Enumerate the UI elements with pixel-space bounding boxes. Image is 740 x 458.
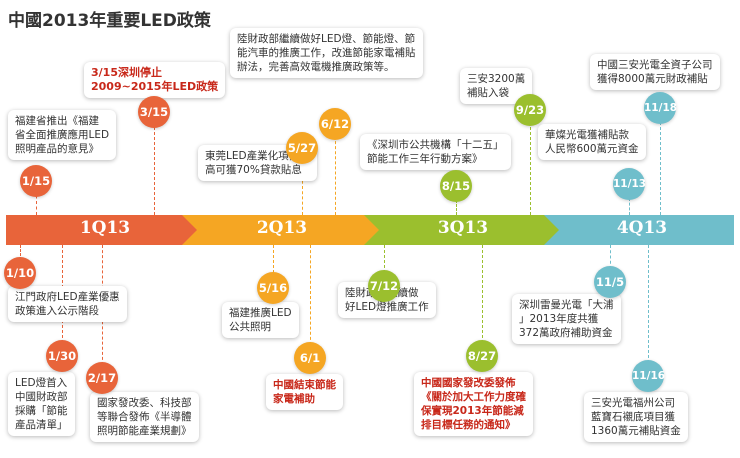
stem-1-15	[36, 190, 37, 215]
date-badge-5-27: 5/27	[286, 132, 318, 164]
stem-9-23	[530, 122, 531, 215]
date-badge-1-30: 1/30	[46, 340, 78, 372]
date-badge-1-15: 1/15	[20, 165, 52, 197]
callout-11-18: 中國三安光電全資子公司 獲得8000萬元財政補貼	[590, 54, 720, 90]
date-badge-6-12: 6/12	[319, 108, 351, 140]
callout-5-16: 福建推廣LED 公共照明	[222, 302, 299, 338]
band-segment-2q13	[182, 215, 387, 245]
callout-8-27: 中國國家發改委發佈 《關於加大工作力度確 保實現2013年節能減 排目標任務的通…	[414, 372, 533, 436]
stem-5-16	[273, 245, 274, 273]
quarter-label-1q13: 1Q13	[79, 218, 131, 238]
stem-7-12	[384, 245, 385, 273]
quarter-label-2q13: 2Q13	[256, 218, 308, 238]
stem-5-27	[302, 160, 303, 215]
callout-1-30: LED燈首入 中國財政部 採購「節能 產品清單」	[8, 372, 75, 436]
stem-11-5	[610, 245, 611, 269]
callout-1-15: 福建省推出《福建 省全面推廣應用LED 照明產品的意見》	[8, 110, 117, 160]
callout-11-13: 華燦光電獲補貼款 人民幣600萬元資金	[538, 124, 646, 160]
quarter-label-3q13: 3Q13	[437, 218, 489, 238]
band-segment-3q13	[364, 215, 567, 245]
callout-3-15: 3/15深圳停止 2009~2015年LED政策	[84, 62, 226, 98]
page-title: 中國2013年重要LED政策	[8, 11, 211, 31]
date-badge-8-27: 8/27	[466, 340, 498, 372]
date-badge-5-16: 5/16	[257, 272, 289, 304]
date-badge-11-5: 11/5	[594, 266, 626, 298]
band-segment-1q13	[6, 215, 205, 245]
stem-11-16	[648, 245, 649, 363]
date-badge-8-15: 8/15	[440, 170, 472, 202]
stem-1-10	[20, 245, 21, 260]
callout-2-17: 國家發改委、科技部 等聯合發佈《半導體 照明節能產業規劃》	[90, 392, 199, 442]
date-badge-9-23: 9/23	[514, 94, 546, 126]
stem-11-13	[629, 198, 630, 215]
date-badge-7-12: 7/12	[368, 270, 400, 302]
callout-11-5: 深圳雷曼光電「大浦 」2013年度共獲 372萬政府補助資金	[512, 294, 621, 344]
callout-8-15: 《深圳市公共機構「十二五」 節能工作三年行動方案》	[360, 134, 511, 170]
stem-8-27	[482, 245, 483, 343]
date-badge-3-15: 3/15	[138, 96, 170, 128]
date-badge-11-13: 11/13	[613, 168, 646, 200]
quarter-label-4q13: 4Q13	[616, 218, 668, 238]
timeline-band	[6, 215, 734, 245]
date-badge-6-1: 6/1	[294, 342, 326, 374]
callout-1-10: 江門政府LED產業優惠 政策進入公示階段	[8, 286, 127, 322]
stem-8-15	[456, 200, 457, 215]
date-badge-2-17: 2/17	[86, 362, 118, 394]
callout-6-12: 陸財政部繼續做好LED燈、節能燈、節 能汽車的推廣工作，改進節能家電補貼 辦法，…	[230, 28, 423, 78]
date-badge-11-18: 11/18	[644, 92, 677, 124]
stem-11-18	[660, 122, 661, 215]
date-badge-1-10: 1/10	[4, 257, 36, 289]
stem-6-12	[335, 136, 336, 215]
date-badge-11-16: 11/16	[632, 360, 665, 392]
stem-6-1	[310, 245, 311, 345]
callout-11-16: 三安光電福州公司 藍寶石襯底項目獲 1360萬元補貼資金	[584, 392, 688, 442]
callout-6-1: 中國結束節能 家電補助	[266, 374, 343, 410]
stem-3-15	[154, 122, 155, 215]
band-segment-4q13	[544, 215, 734, 245]
